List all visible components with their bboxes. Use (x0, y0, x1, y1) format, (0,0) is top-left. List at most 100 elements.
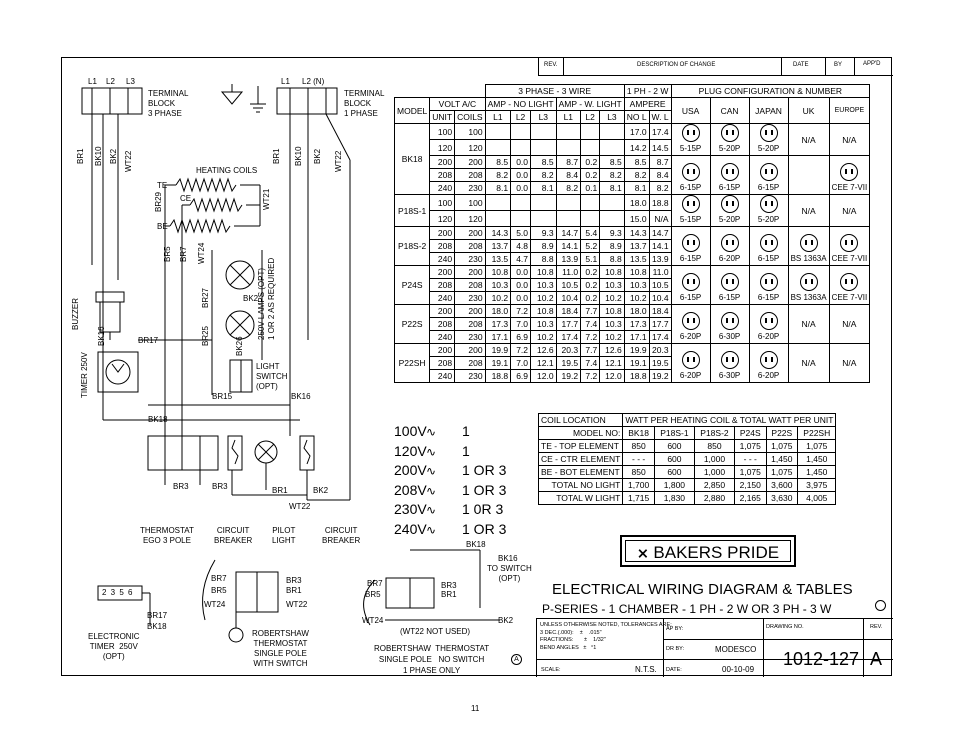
value-cell: 8.4 (555, 168, 582, 182)
coil-value: 4,005 (797, 491, 837, 505)
plug-cell: 6-15P (709, 155, 750, 195)
model-header: P22S (765, 426, 799, 440)
dr-by-label: DR BY: (666, 646, 685, 652)
value-cell: 10.2 (530, 291, 557, 305)
coil-value: 1,000 (693, 452, 735, 466)
value-cell: 8.2 (599, 168, 625, 182)
plug-number: 5-20P (718, 144, 741, 153)
plug-number: 6-15P (757, 254, 780, 263)
value-cell: 8.2 (623, 168, 650, 182)
value-cell: 8.1 (599, 181, 625, 195)
plug-cell: 5-20P (748, 123, 789, 156)
voltage-value: 120V (394, 442, 427, 459)
value-cell: 17.1 (623, 330, 650, 344)
value-cell (510, 123, 532, 140)
coil-value: 2,880 (693, 491, 735, 505)
value-cell: 0.2 (580, 278, 601, 292)
value-cell: 0.1 (580, 181, 601, 195)
value-cell: 10.8 (530, 265, 557, 279)
l1-label: L1 (88, 77, 97, 86)
value-cell: 19.1 (484, 356, 512, 370)
value-cell: 17.3 (623, 317, 650, 331)
model-cell: P22SH (393, 343, 431, 383)
rev-circle-icon (875, 600, 886, 611)
model-cell: P24S (393, 265, 431, 305)
plug-cell (787, 155, 830, 195)
plug-number: 6-15P (679, 183, 702, 192)
value-cell: 120 (429, 210, 456, 227)
value-cell: 200 (429, 265, 456, 279)
coil-row-label: TOTAL NO LIGHT (537, 478, 624, 492)
plug-number: 6-20P (679, 371, 702, 380)
voltage-row: 240V∿1 OR 3 (394, 520, 506, 540)
header-country: JAPAN (748, 97, 789, 124)
plug-cell: 6-15P (670, 265, 711, 305)
title-block: UNLESS OTHERWISE NOTED, TOLERANCES ARE: … (536, 618, 893, 677)
value-cell: 200 (454, 343, 486, 357)
value-cell (484, 194, 512, 211)
header-3phase: 3 PHASE - 3 WIRE (484, 84, 625, 98)
value-cell: 240 (429, 369, 456, 383)
value-cell: N/A (648, 210, 672, 227)
value-cell: 5.0 (510, 226, 532, 240)
plug-number: 6-15P (718, 293, 741, 302)
voltage-row: 100V∿1 (394, 422, 506, 442)
phase-value: 1 OR 3 (462, 481, 507, 498)
brand-logo: ⨯ BAKERS PRIDE (620, 535, 796, 567)
plug-receptacle-icon (720, 351, 739, 369)
plug-receptacle-icon (759, 273, 778, 291)
coil-row-label: TE - TOP ELEMENT (537, 439, 624, 453)
header-amp-w-light: AMP - W. LIGHT (555, 97, 625, 111)
ac-wave-icon: ∿ (426, 503, 437, 517)
lower-br5: BR5 (211, 586, 227, 595)
plug-cell: CEE 7-VII (828, 155, 871, 195)
value-cell: 10.8 (623, 265, 650, 279)
voltage-value: 100V (394, 423, 427, 439)
value-cell: 200 (429, 304, 456, 318)
value-cell: 8.1 (484, 181, 512, 195)
plug-cell: 6-15P (748, 265, 789, 305)
model-no-label: MODEL NO: (537, 426, 624, 440)
voltage-row: 200V∿1 OR 3 (394, 461, 506, 481)
value-cell: 14.1 (648, 239, 672, 253)
value-cell (530, 139, 557, 156)
value-cell: 18.4 (648, 304, 672, 318)
coil-value: 850 (693, 439, 735, 453)
plug-cell: N/A (787, 304, 830, 344)
lower-bk18b: BK18 (466, 540, 486, 549)
value-cell: 8.2 (530, 168, 557, 182)
value-cell (510, 210, 532, 227)
drawing-subtitle: P-SERIES - 1 CHAMBER - 1 PH - 2 W OR 3 P… (542, 602, 832, 616)
header-1ph: 1 PH - 2 W (623, 84, 672, 98)
value-cell: 10.3 (599, 317, 625, 331)
value-cell: 7.2 (580, 369, 601, 383)
plug-number: 5-20P (718, 215, 741, 224)
plug-receptacle-icon (720, 312, 739, 330)
value-cell: 18.0 (623, 194, 650, 211)
value-cell: 200 (454, 155, 486, 169)
model-header: BK18 (622, 426, 655, 440)
value-cell: 240 (429, 330, 456, 344)
value-cell: 13.9 (648, 252, 672, 266)
lower-br1b: BR1 (441, 590, 457, 599)
watt-header: WATT PER HEATING COIL & TOTAL WATT PER U… (622, 413, 837, 427)
value-cell: 230 (454, 330, 486, 344)
wire-bk10: BK10 (94, 146, 103, 166)
voltage-value: 230V (394, 501, 427, 517)
plug-number: CEE 7-VII (831, 293, 868, 302)
plug-receptacle-icon (799, 234, 818, 252)
header-plug: PLUG CONFIGURATION & NUMBER (670, 84, 871, 98)
be-label: BE (157, 222, 168, 231)
lower-wt22: WT22 (286, 600, 308, 609)
value-cell: 200 (429, 226, 456, 240)
value-cell: 12.1 (530, 356, 557, 370)
value-cell: 8.2 (555, 181, 582, 195)
